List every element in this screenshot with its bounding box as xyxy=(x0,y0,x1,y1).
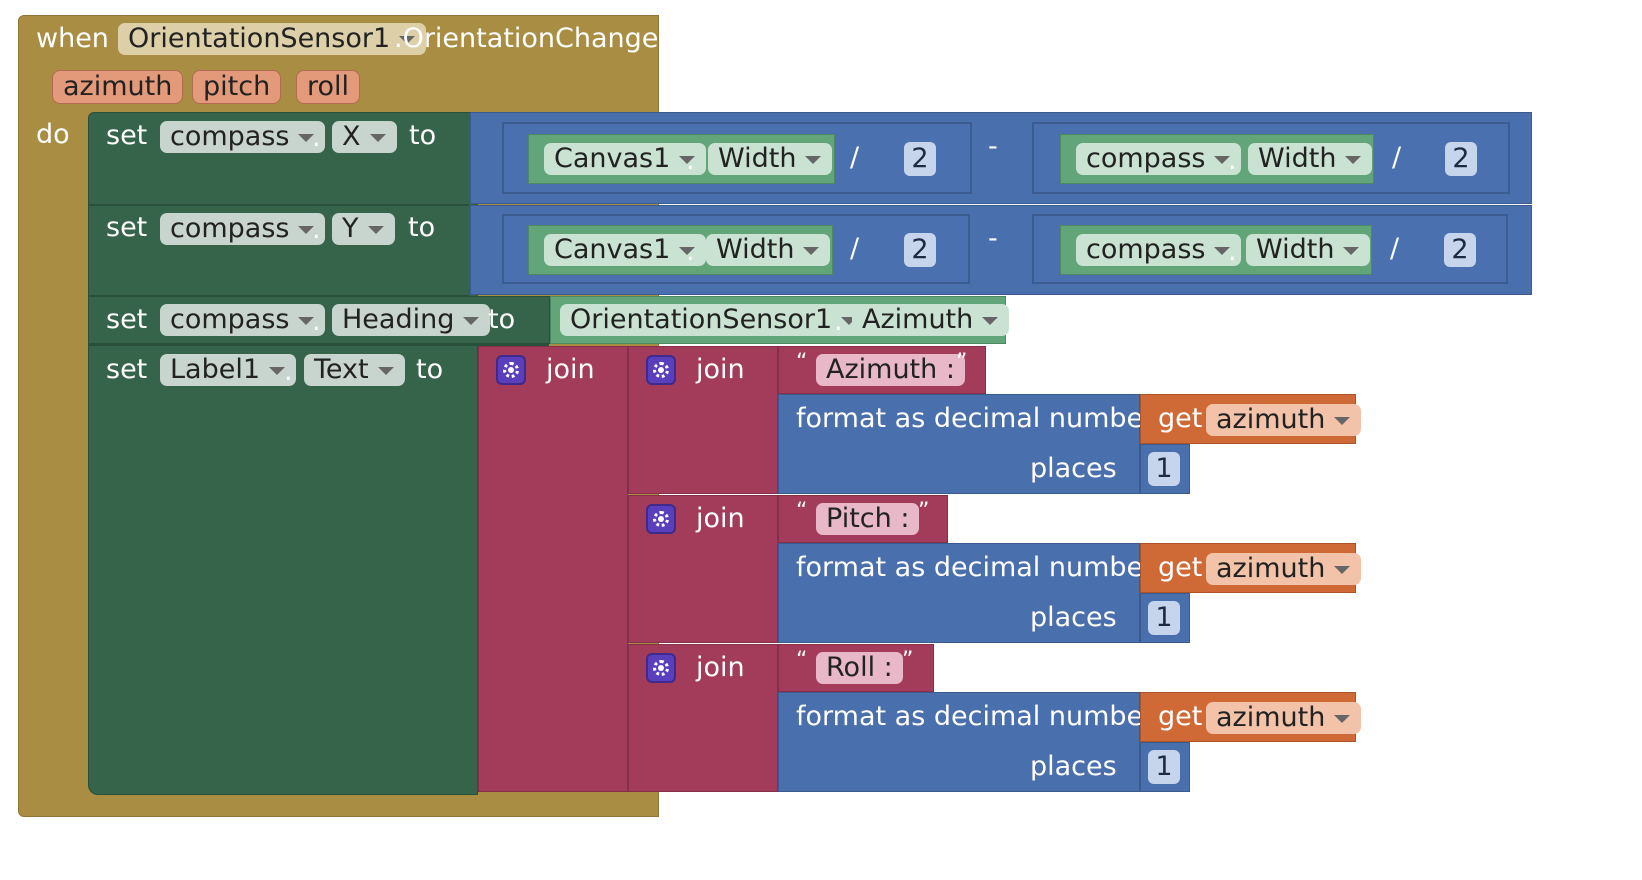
x-left-property-dropdown[interactable]: Width xyxy=(708,143,833,175)
text-pitch-value[interactable]: Pitch : xyxy=(816,503,920,535)
y-right-property-dropdown[interactable]: Width xyxy=(1246,234,1371,266)
places-roll-label: places xyxy=(1030,751,1117,782)
join-block-outer[interactable] xyxy=(478,346,628,792)
heading-value-component-dropdown[interactable]: OrientationSensor1 xyxy=(560,304,869,336)
join-roll-mutator-gear-icon[interactable] xyxy=(646,653,676,683)
y-minus-op: - xyxy=(988,223,998,254)
set-heading-to-label: to xyxy=(488,304,516,335)
setter-divider-3 xyxy=(89,344,549,346)
set-heading-property-dropdown[interactable]: Heading xyxy=(332,304,491,336)
set-y-to-label: to xyxy=(408,212,436,243)
places-1-number[interactable]: 1 xyxy=(1148,452,1180,486)
text-roll-value[interactable]: Roll : xyxy=(816,652,903,684)
y-right-dot: . xyxy=(1228,236,1237,267)
set-heading-component-dropdown[interactable]: compass xyxy=(160,304,326,336)
set-y-set-label: set xyxy=(106,212,148,243)
join-pitch-label: join xyxy=(696,503,745,534)
format-roll-label: format as decimal number xyxy=(796,701,1155,732)
param-azimuth[interactable]: azimuth xyxy=(52,70,184,104)
join-azimuth-label: join xyxy=(696,354,745,385)
join-roll-label: join xyxy=(696,652,745,683)
join-outer-label: join xyxy=(546,354,595,385)
y-right-divide-op: / xyxy=(1390,233,1400,264)
y-left-divide-op: / xyxy=(850,233,860,264)
x-left-dot: . xyxy=(686,145,695,176)
places-pitch-label: places xyxy=(1030,602,1117,633)
text-azimuth-value[interactable]: Azimuth : xyxy=(816,354,965,386)
set-y-property-dropdown[interactable]: Y xyxy=(332,213,395,245)
y-right-number[interactable]: 2 xyxy=(1444,233,1476,267)
text-pitch-close-quote: ” xyxy=(918,499,930,524)
places-2-number[interactable]: 1 xyxy=(1148,601,1180,635)
text-azimuth-close-quote: ” xyxy=(956,350,968,375)
do-label: do xyxy=(36,119,70,150)
text-pitch-open-quote: “ xyxy=(796,499,808,524)
set-x-set-label: set xyxy=(106,120,148,151)
setter-divider-2 xyxy=(89,295,469,297)
set-text-component-dropdown[interactable]: Label1 xyxy=(160,354,297,386)
set-x-component-dropdown[interactable]: compass xyxy=(160,121,326,153)
places-3-number[interactable]: 1 xyxy=(1148,750,1180,784)
format-decimal-block-azimuth[interactable] xyxy=(778,394,1140,494)
x-right-component-dropdown[interactable]: compass xyxy=(1076,143,1242,175)
join-azimuth-mutator-gear-icon[interactable] xyxy=(646,355,676,385)
x-left-number[interactable]: 2 xyxy=(904,142,936,176)
x-right-dot: . xyxy=(1228,145,1237,176)
text-roll-open-quote: “ xyxy=(796,648,808,673)
y-left-component-dropdown[interactable]: Canvas1 xyxy=(544,234,707,266)
set-y-component-dropdown[interactable]: compass xyxy=(160,213,326,245)
y-left-property-dropdown[interactable]: Width xyxy=(706,234,831,266)
x-right-property-dropdown[interactable]: Width xyxy=(1248,143,1373,175)
set-x-property-dropdown[interactable]: X xyxy=(332,121,397,153)
y-left-number[interactable]: 2 xyxy=(904,233,936,267)
x-left-divide-op: / xyxy=(850,142,860,173)
format-decimal-block-roll[interactable] xyxy=(778,692,1140,792)
event-component-dropdown[interactable]: OrientationSensor1 xyxy=(118,23,427,55)
x-right-number[interactable]: 2 xyxy=(1445,142,1477,176)
y-right-component-dropdown[interactable]: compass xyxy=(1076,234,1242,266)
when-label: when xyxy=(36,23,109,54)
get-azimuth-1-variable-dropdown[interactable]: azimuth xyxy=(1206,404,1362,436)
text-roll-close-quote: ” xyxy=(902,648,914,673)
set-heading-set-label: set xyxy=(106,304,148,335)
set-x-to-label: to xyxy=(409,120,437,151)
get-azimuth-3-label: get xyxy=(1158,701,1203,732)
set-text-to-label: to xyxy=(416,354,444,385)
setter-divider-1 xyxy=(89,204,469,206)
set-text-set-label: set xyxy=(106,354,148,385)
x-minus-op: - xyxy=(988,131,998,162)
param-roll[interactable]: roll xyxy=(296,70,361,104)
set-y-dot: . xyxy=(312,214,321,245)
format-decimal-block-pitch[interactable] xyxy=(778,543,1140,643)
places-azimuth-label: places xyxy=(1030,453,1117,484)
get-azimuth-2-label: get xyxy=(1158,552,1203,583)
param-pitch[interactable]: pitch xyxy=(192,70,282,104)
event-name-label: .OrientationChanged xyxy=(394,23,676,54)
join-outer-mutator-gear-icon[interactable] xyxy=(496,355,526,385)
heading-value-property-dropdown[interactable]: Azimuth xyxy=(852,304,1010,336)
heading-value-dot: . xyxy=(834,306,843,337)
get-azimuth-3-variable-dropdown[interactable]: azimuth xyxy=(1206,702,1362,734)
get-azimuth-2-variable-dropdown[interactable]: azimuth xyxy=(1206,553,1362,585)
x-left-component-dropdown[interactable]: Canvas1 xyxy=(544,143,707,175)
set-text-dot: . xyxy=(284,356,293,387)
format-pitch-label: format as decimal number xyxy=(796,552,1155,583)
set-heading-dot: . xyxy=(312,306,321,337)
set-x-dot: . xyxy=(312,122,321,153)
join-pitch-mutator-gear-icon[interactable] xyxy=(646,504,676,534)
get-azimuth-1-label: get xyxy=(1158,403,1203,434)
set-text-property-dropdown[interactable]: Text xyxy=(304,354,405,386)
y-left-dot: . xyxy=(686,236,695,267)
text-azimuth-open-quote: “ xyxy=(796,350,808,375)
format-azimuth-label: format as decimal number xyxy=(796,403,1155,434)
x-right-divide-op: / xyxy=(1392,142,1402,173)
